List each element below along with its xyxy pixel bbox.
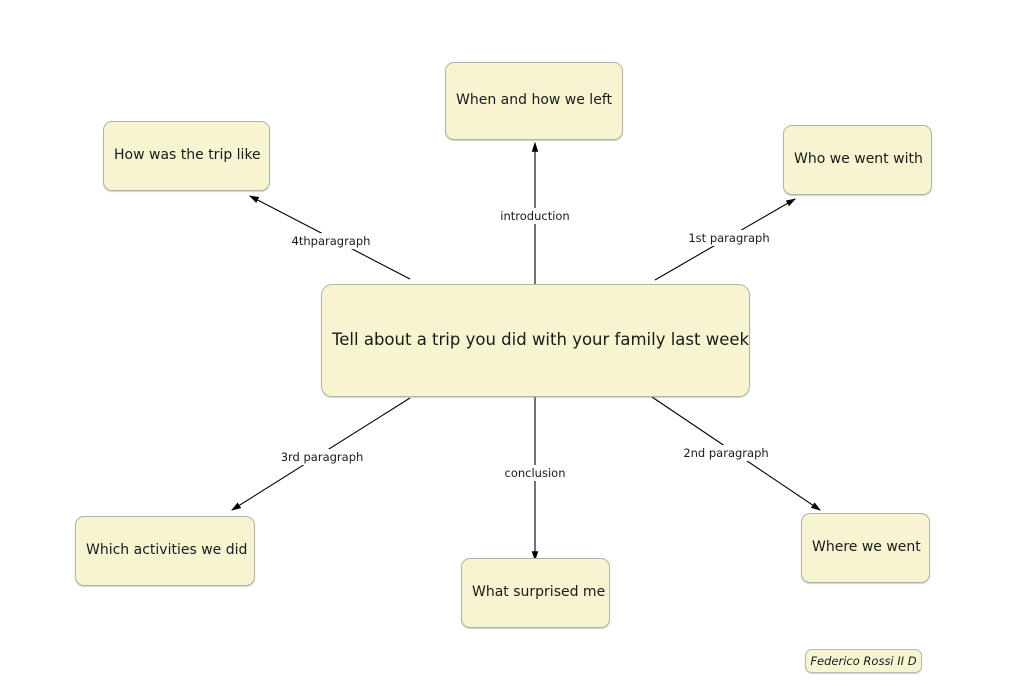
node-when-how-we-left[interactable]: When and how we left xyxy=(445,62,623,140)
edge-label-2nd-paragraph: 2nd paragraph xyxy=(680,445,772,461)
edge-label-3rd-paragraph: 3rd paragraph xyxy=(277,449,367,465)
node-which-activities[interactable]: Which activities we did xyxy=(75,516,255,586)
edge-label-1st-paragraph: 1st paragraph xyxy=(685,230,773,246)
node-what-surprised-me-label: What surprised me xyxy=(472,584,606,601)
node-who-we-went-with-label: Who we went with xyxy=(794,151,923,168)
signature-box: Federico Rossi II D xyxy=(805,649,922,673)
node-who-we-went-with[interactable]: Who we went with xyxy=(783,125,932,195)
node-where-we-went-label: Where we went xyxy=(812,539,921,556)
node-when-how-we-left-label: When and how we left xyxy=(456,92,612,109)
node-how-was-trip-like[interactable]: How was the trip like xyxy=(103,121,270,191)
node-central[interactable]: Tell about a trip you did with your fami… xyxy=(321,284,750,397)
node-central-label: Tell about a trip you did with your fami… xyxy=(332,330,750,350)
node-which-activities-label: Which activities we did xyxy=(86,542,248,559)
edge-label-conclusion: conclusion xyxy=(501,465,569,481)
edge-label-4th-paragraph: 4thparagraph xyxy=(288,233,374,249)
node-where-we-went[interactable]: Where we went xyxy=(801,513,930,583)
signature-label: Federico Rossi II D xyxy=(810,654,917,668)
node-what-surprised-me[interactable]: What surprised me xyxy=(461,558,610,628)
edge-label-introduction: introduction xyxy=(497,208,573,224)
node-how-was-trip-like-label: How was the trip like xyxy=(114,147,261,164)
